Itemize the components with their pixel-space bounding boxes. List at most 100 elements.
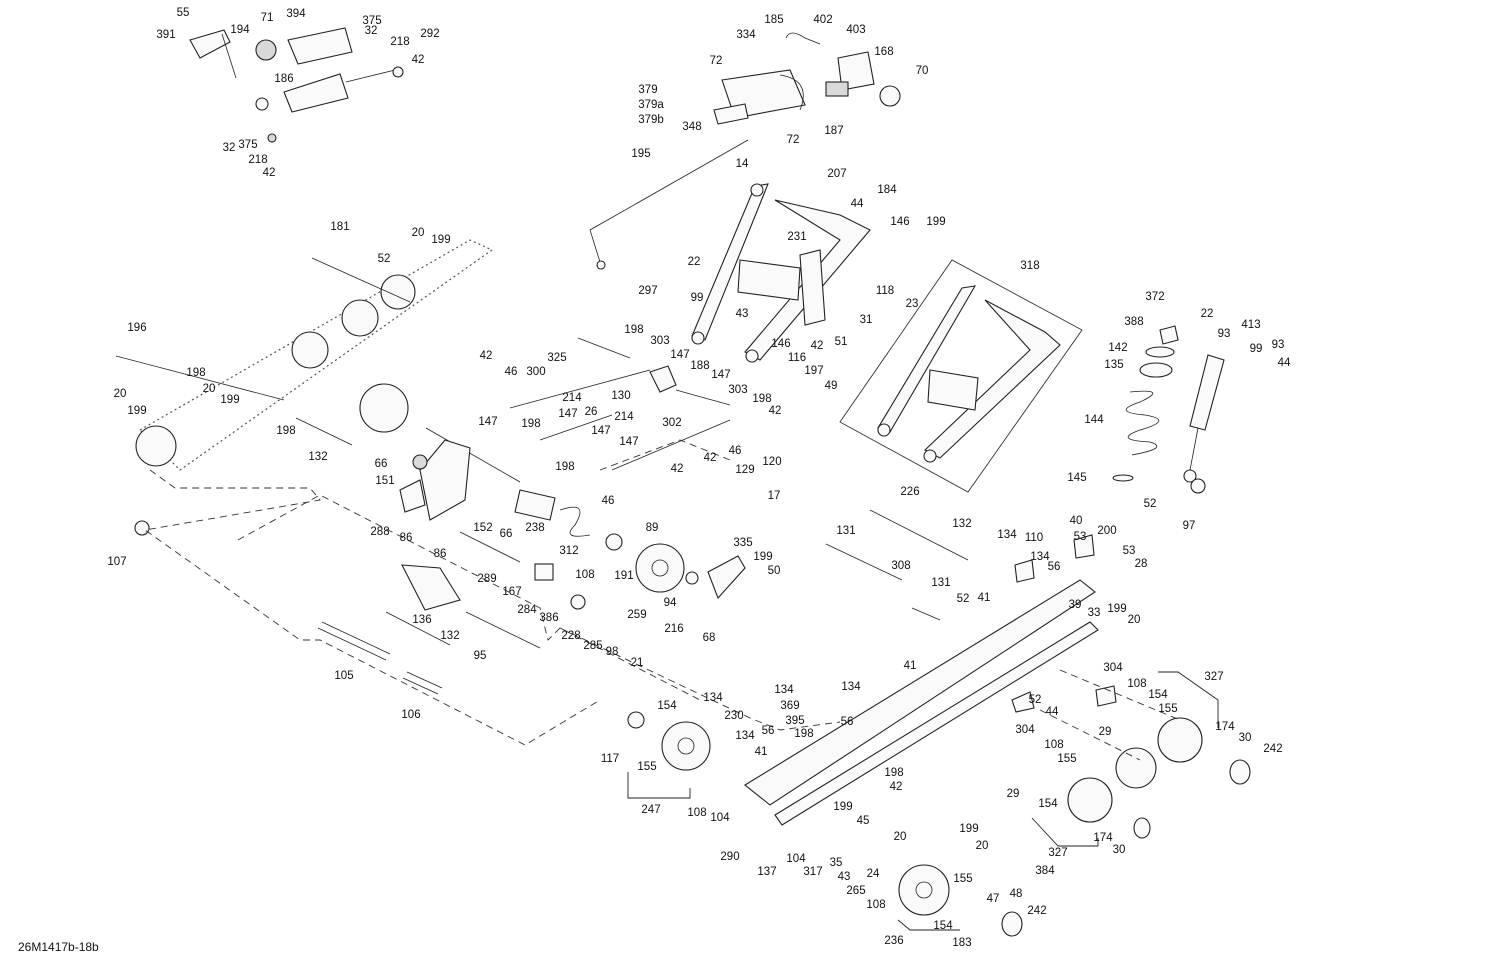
part-callout-label: 52 [378,253,391,265]
part-callout-label: 135 [1104,359,1123,371]
center-idler-wheel [534,533,746,610]
part-callout-label: 413 [1241,319,1260,331]
part-callout-label: 312 [559,545,578,557]
part-callout-label: 325 [547,352,566,364]
part-callout-label: 242 [1027,905,1046,917]
part-callout-label: 44 [851,198,864,210]
part-callout-label: 154 [657,700,677,712]
part-callout-label: 238 [525,522,544,534]
part-callout-label: 42 [412,54,425,66]
part-callout-label: 197 [804,365,823,377]
part-callout-label: 194 [230,24,250,36]
part-callout-label: 129 [735,464,754,476]
part-callout-label: 155 [637,761,656,773]
part-callout-label: 42 [811,340,824,352]
part-callout-label: 289 [477,573,496,585]
part-callout-label: 198 [276,425,295,437]
part-callout-label: 132 [440,630,459,642]
part-callout-label: 199 [431,234,450,246]
part-callout-label: 154 [933,920,953,932]
part-callout-label: 52 [957,593,970,605]
part-callout-label: 168 [874,46,893,58]
part-callout-label: 42 [671,463,684,475]
part-callout-label: 154 [1148,689,1168,701]
part-callout-label: 86 [400,532,413,544]
part-callout-label: 379b [638,114,664,126]
part-callout-label: 395 [785,715,804,727]
part-callout-label: 21 [631,657,644,669]
part-callout-label: 199 [753,551,772,563]
part-callout-label: 187 [824,125,843,137]
part-callout-label: 290 [720,851,739,863]
part-callout-label: 108 [687,807,706,819]
part-callout-label: 131 [836,525,855,537]
part-callout-label: 147 [619,436,638,448]
part-callout-label: 50 [768,565,781,577]
part-callout-label: 42 [769,405,782,417]
part-callout-label: 97 [1183,520,1196,532]
part-callout-label: 199 [1107,603,1126,615]
part-callout-label: 132 [952,518,971,530]
part-callout-label: 52 [1144,498,1157,510]
part-callout-label: 106 [401,709,420,721]
part-callout-label: 20 [976,840,989,852]
part-callout-label: 72 [787,134,800,146]
part-callout-label: 89 [646,522,659,534]
part-callout-label: 247 [641,804,660,816]
part-callout-label: 185 [764,14,783,26]
part-callout-label: 199 [926,216,945,228]
part-callout-label: 318 [1020,260,1039,272]
part-callout-label: 134 [997,529,1017,541]
part-callout-label: 134 [735,730,755,742]
part-callout-label: 49 [825,380,838,392]
part-callout-label: 20 [1128,614,1141,626]
part-callout-label: 191 [614,570,633,582]
part-callout-label: 20 [114,388,127,400]
part-callout-label: 198 [752,393,771,405]
part-callout-label: 181 [330,221,349,233]
part-callout-label: 56 [762,725,775,737]
part-callout-label: 32 [223,142,236,154]
part-callout-label: 386 [539,612,558,624]
part-callout-label: 199 [220,394,239,406]
part-callout-label: 207 [827,168,846,180]
part-callout-label: 228 [561,630,580,642]
part-callout-label: 134 [1030,551,1050,563]
part-callout-label: 29 [1099,726,1112,738]
part-callout-label: 86 [434,548,447,560]
main-slide-rail [744,509,1099,826]
part-callout-label: 28 [1135,558,1148,570]
part-callout-label: 98 [606,646,619,658]
part-callout-label: 26 [585,406,598,418]
part-callout-label: 95 [474,650,487,662]
part-callout-label: 132 [308,451,327,463]
part-callout-label: 108 [1127,678,1146,690]
part-callout-label: 17 [768,490,781,502]
part-callout-label: 199 [833,801,852,813]
part-callout-label: 200 [1097,525,1116,537]
part-callout-label: 20 [412,227,425,239]
part-callout-label: 198 [884,767,903,779]
part-callout-label: 45 [857,815,870,827]
part-callout-label: 394 [286,8,306,20]
part-callout-label: 110 [1025,532,1043,544]
alternate-arm-box [839,259,1083,493]
part-callout-label: 146 [771,338,790,350]
part-callout-label: 134 [774,684,794,696]
part-callout-label: 147 [711,369,730,381]
part-callout-label: 44 [1046,706,1059,718]
part-callout-label: 154 [1038,798,1058,810]
part-callout-label: 379 [638,84,657,96]
part-callout-label: 118 [876,285,894,297]
part-callout-label: 43 [838,871,851,883]
part-callout-label: 147 [478,416,497,428]
part-callout-label: 300 [526,366,545,378]
lower-idler-wheels [627,534,1251,937]
part-callout-label: 99 [691,292,704,304]
part-callout-label: 198 [521,418,540,430]
part-callout-label: 108 [1044,739,1063,751]
part-callout-label: 48 [1010,888,1023,900]
part-callout-label: 302 [662,417,681,429]
part-callout-label: 146 [890,216,909,228]
